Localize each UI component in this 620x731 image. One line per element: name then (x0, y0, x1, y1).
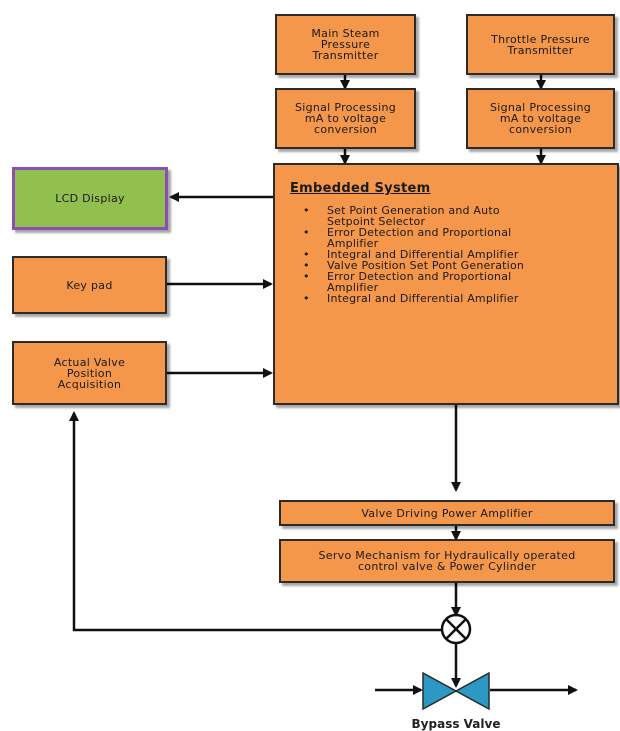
servo-mechanism: Servo Mechanism for Hydraulically operat… (279, 539, 615, 583)
throttle-label: Throttle Pressure Transmitter (491, 32, 590, 57)
embedded-system: Embedded System Set Point Generation and… (273, 163, 619, 405)
main-steam-pressure-transmitter: Main Steam Pressure Transmitter (275, 14, 416, 75)
keypad: Key pad (12, 256, 167, 314)
summing-junction-icon (440, 613, 472, 645)
function-item: Integral and Differential Amplifier (303, 293, 617, 304)
function-item: Error Detection and Proportional Amplifi… (303, 227, 617, 249)
valve-driving-power-amplifier: Valve Driving Power Amplifier (279, 500, 615, 526)
bypass-valve-label: Bypass Valve (411, 717, 501, 731)
main-steam-label: Main Steam Pressure Transmitter (311, 27, 380, 62)
signal-processing-left: Signal Processing mA to voltage conversi… (275, 88, 416, 149)
keypad-label: Key pad (66, 278, 113, 292)
bypass-valve-icon (422, 671, 490, 711)
signal-processing-right: Signal Processing mA to voltage conversi… (466, 88, 615, 149)
lcd-display-label: LCD Display (55, 192, 125, 205)
servo-mechanism-label: Servo Mechanism for Hydraulically operat… (318, 549, 576, 573)
signal-processing-right-label: Signal Processing mA to voltage conversi… (489, 101, 592, 136)
embedded-system-title: Embedded System (290, 181, 431, 196)
function-item: Integral and Differential Amplifier (303, 249, 617, 260)
feedback-line (69, 411, 441, 632)
valve-position-label: Actual Valve Position Acquisition (53, 355, 126, 391)
signal-processing-left-label: Signal Processing mA to voltage conversi… (294, 101, 397, 136)
function-item: Valve Position Set Pont Generation (303, 260, 617, 271)
lcd-display: LCD Display (12, 167, 168, 230)
power-amplifier-label: Valve Driving Power Amplifier (361, 506, 533, 520)
embedded-system-functions: Set Point Generation and Auto Setpoint S… (303, 205, 617, 304)
function-item: Error Detection and Proportional Amplifi… (303, 271, 617, 293)
throttle-pressure-transmitter: Throttle Pressure Transmitter (466, 14, 615, 75)
actual-valve-position-acquisition: Actual Valve Position Acquisition (12, 341, 167, 405)
function-item: Set Point Generation and Auto Setpoint S… (303, 205, 617, 227)
